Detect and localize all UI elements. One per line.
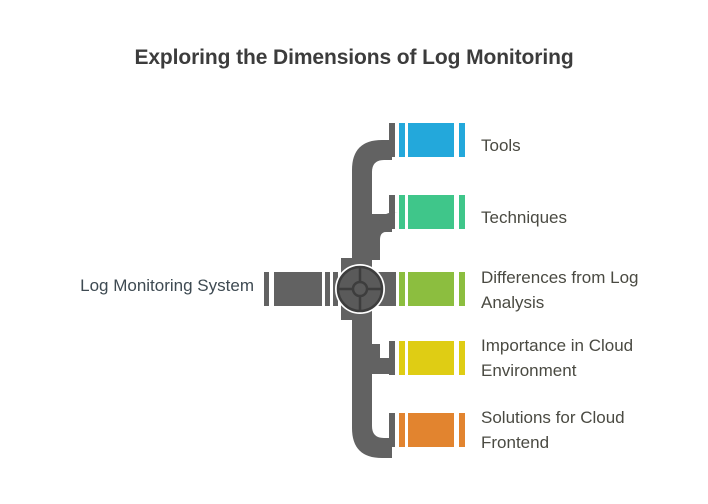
trunk-fillet-3	[372, 344, 380, 374]
inlet-flange-a	[325, 272, 330, 306]
branch-4-color-flange	[399, 413, 405, 447]
branch-label-3: Importance in Cloud Environment	[481, 336, 634, 380]
trunk-lower-elbow	[352, 300, 392, 458]
branch-4-end-flange	[459, 413, 465, 447]
branch-label-4: Solutions for Cloud Frontend	[481, 408, 625, 452]
branch-0-color-flange	[399, 123, 405, 157]
branch-1-gray-flange	[389, 195, 395, 229]
valve-wheel-icon	[335, 264, 385, 314]
page-title: Exploring the Dimensions of Log Monitori…	[134, 46, 574, 69]
branch-2-body	[408, 272, 454, 306]
branch-pipe-2[interactable]	[389, 272, 465, 306]
trunk-fillet-1	[372, 214, 380, 244]
pipe-inlet-icon	[264, 272, 338, 306]
root-node-label: Log Monitoring System	[80, 276, 254, 295]
branch-label-2: Differences from Log Analysis	[481, 268, 639, 312]
branch-3-gray-flange	[389, 341, 395, 375]
branch-3-body	[408, 341, 454, 375]
branch-0-end-flange	[459, 123, 465, 157]
inlet-body	[274, 272, 322, 306]
branch-3-end-flange	[459, 341, 465, 375]
branch-label-0: Tools	[481, 136, 521, 155]
branch-pipe-1[interactable]	[389, 195, 465, 229]
branch-3-color-flange	[399, 341, 405, 375]
branch-label-1: Techniques	[481, 208, 568, 227]
branch-2-end-flange	[459, 272, 465, 306]
branch-1-body	[408, 195, 454, 229]
branch-pipe-3[interactable]	[389, 341, 465, 375]
branch-2-gray-flange	[389, 272, 395, 306]
branch-4-gray-flange	[389, 413, 395, 447]
branch-pipe-0[interactable]	[389, 123, 465, 157]
branch-1-end-flange	[459, 195, 465, 229]
valve-hub	[351, 280, 369, 298]
branch-0-body	[408, 123, 454, 157]
branch-0-gray-flange	[389, 123, 395, 157]
branch-pipe-4[interactable]	[389, 413, 465, 447]
inlet-flange-outer	[264, 272, 269, 306]
branch-2-color-flange	[399, 272, 405, 306]
branch-1-color-flange	[399, 195, 405, 229]
branch-4-body	[408, 413, 454, 447]
